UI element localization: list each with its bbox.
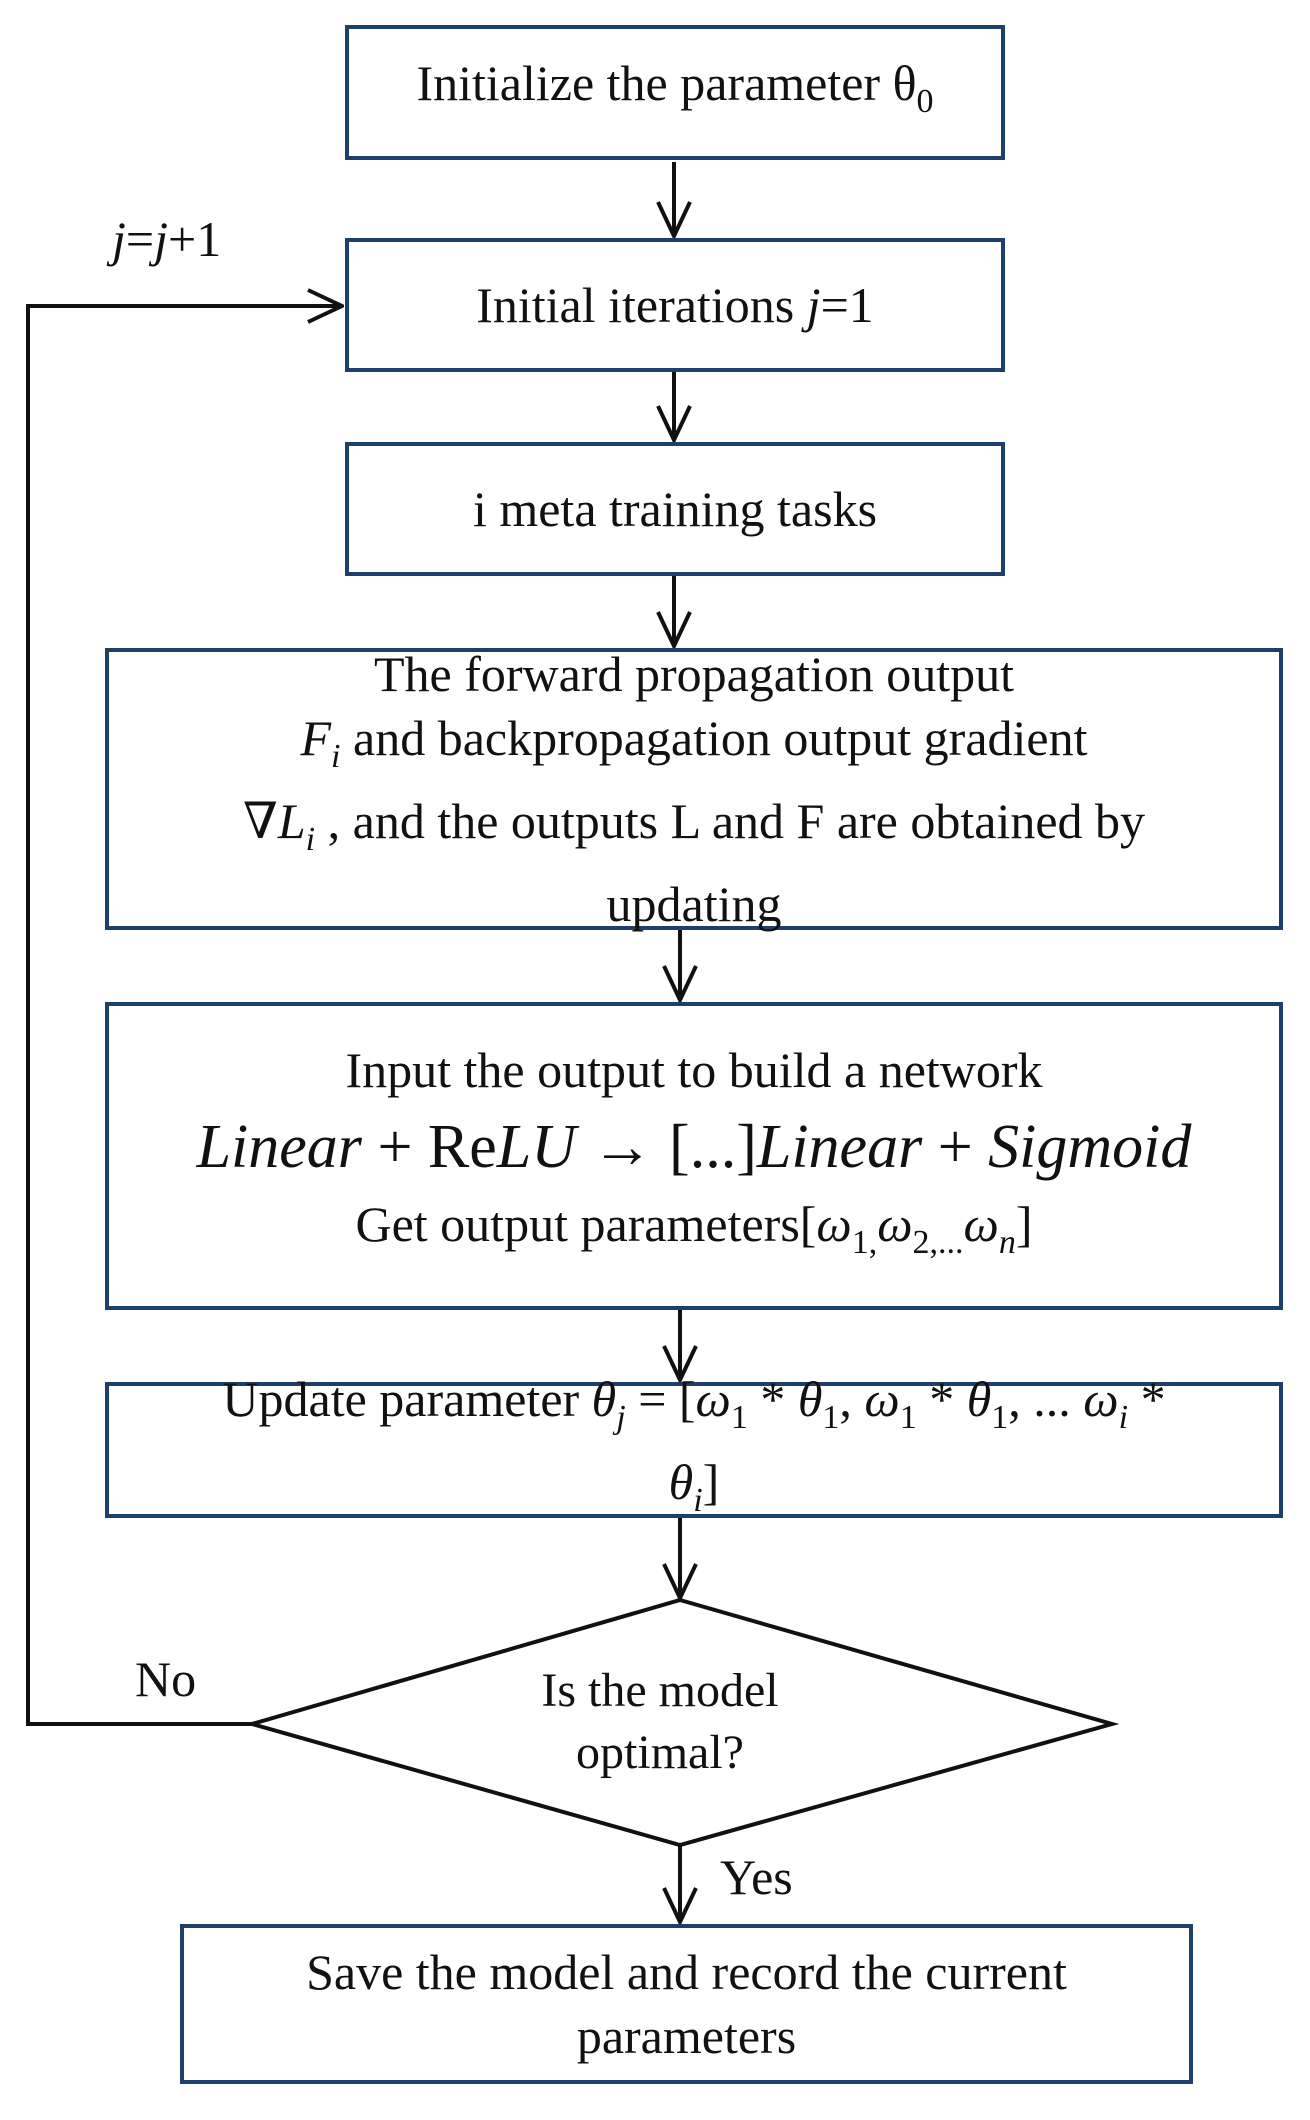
update-w1b: ω bbox=[864, 1371, 900, 1427]
node-initialize-parameter: Initialize the parameter θ0 bbox=[345, 25, 1005, 160]
update-theta-1a: θ bbox=[797, 1371, 823, 1427]
save-line-1: Save the model and record the current bbox=[306, 1944, 1067, 2000]
update-w1a: ω bbox=[695, 1371, 731, 1427]
omega-2: ω bbox=[877, 1195, 913, 1252]
network-line-1: Input the output to build a network bbox=[345, 1041, 1043, 1098]
omega-1-sub: 1, bbox=[851, 1223, 878, 1261]
node-save-model: Save the model and record the current pa… bbox=[180, 1924, 1193, 2084]
node-forward-propagation: The forward propagation output Fi and ba… bbox=[105, 646, 1283, 932]
update-comma: , bbox=[839, 1371, 865, 1427]
forward-gradient-subscript: i bbox=[305, 821, 316, 858]
formula-linear-2: Linear bbox=[756, 1112, 923, 1181]
init-param-subscript: 0 bbox=[916, 83, 934, 120]
omega-n: ω bbox=[963, 1195, 999, 1252]
init-param-label: Initialize the parameter θ bbox=[416, 55, 917, 111]
update-theta-i-sub: i bbox=[693, 1482, 703, 1519]
formula-sigmoid: Sigmoid bbox=[988, 1112, 1192, 1181]
update-eq: = [ bbox=[625, 1371, 696, 1427]
update-theta-1b: θ bbox=[966, 1371, 992, 1427]
omega-1: ω bbox=[816, 1195, 852, 1252]
formula-plus-2: + bbox=[922, 1112, 989, 1181]
save-line-2: parameters bbox=[576, 2008, 797, 2064]
loop-var-2: j bbox=[154, 211, 169, 267]
update-star-2: * bbox=[916, 1371, 967, 1427]
update-dots: , ... bbox=[1008, 1371, 1071, 1427]
formula-dots: [...] bbox=[669, 1112, 757, 1181]
update-close: ] bbox=[702, 1454, 720, 1510]
update-star-1: * bbox=[747, 1371, 798, 1427]
node-update-parameter: Update parameter θj = [ω1 * θ1, ω1 * θ1,… bbox=[105, 1371, 1283, 1519]
init-iter-rest: =1 bbox=[820, 277, 874, 333]
loop-label: j=j+1 bbox=[112, 210, 221, 268]
meta-tasks-label: i meta training tasks bbox=[472, 481, 878, 537]
update-wi-sub: i bbox=[1118, 1399, 1129, 1436]
forward-line-4: updating bbox=[606, 876, 782, 932]
network-formula: Linear + ReLU → [...]Linear + Sigmoid bbox=[197, 1102, 1192, 1192]
update-w1b-sub: 1 bbox=[899, 1399, 917, 1436]
update-theta-j-sub: j bbox=[616, 1399, 626, 1436]
node-initial-iterations: Initial iterations j=1 bbox=[345, 238, 1005, 372]
formula-lu: LU bbox=[496, 1112, 577, 1181]
forward-gradient-var: ∇L bbox=[242, 793, 306, 849]
arrow-loop-back bbox=[26, 306, 342, 1726]
update-wi: ω bbox=[1083, 1371, 1119, 1427]
yes-label: Yes bbox=[720, 1849, 793, 1905]
update-theta-1a-sub: 1 bbox=[822, 1399, 840, 1436]
update-theta-1b-sub: 1 bbox=[991, 1399, 1009, 1436]
formula-re: Re bbox=[427, 1112, 497, 1181]
update-theta-i: θ bbox=[668, 1454, 694, 1510]
init-iter-var: j bbox=[806, 277, 821, 333]
loop-var-1: j bbox=[112, 211, 126, 267]
forward-F-var: F bbox=[300, 710, 332, 766]
loop-eq: = bbox=[125, 211, 155, 267]
node-build-network: Input the output to build a network Line… bbox=[105, 1002, 1283, 1310]
decision-line-2: optimal? bbox=[576, 1726, 744, 1779]
init-iter-label: Initial iterations bbox=[476, 277, 807, 333]
forward-line-1: The forward propagation output bbox=[373, 646, 1015, 702]
update-pre: Update parameter bbox=[222, 1371, 592, 1427]
forward-F-subscript: i bbox=[331, 738, 341, 775]
forward-line-3-rest: , and the outputs L and F are obtained b… bbox=[315, 793, 1146, 849]
loop-rest: +1 bbox=[168, 211, 222, 267]
decision-diamond bbox=[244, 1597, 1120, 1848]
no-label: No bbox=[135, 1651, 197, 1707]
update-w1a-sub: 1 bbox=[730, 1399, 748, 1436]
decision-text: Is the model optimal? bbox=[250, 1660, 1070, 1784]
formula-linear-1: Linear bbox=[196, 1112, 362, 1181]
omega-n-sub: n bbox=[998, 1223, 1016, 1261]
formula-plus-1: + bbox=[361, 1112, 428, 1181]
node-meta-training-tasks: i meta training tasks bbox=[345, 442, 1005, 576]
update-theta-j: θ bbox=[591, 1371, 617, 1427]
forward-line-2-rest: and backpropagation output gradient bbox=[340, 710, 1088, 766]
network-line-3-pre: Get output parameters[ bbox=[355, 1195, 817, 1252]
update-star-3: * bbox=[1128, 1371, 1166, 1427]
formula-arrow: → bbox=[576, 1112, 670, 1181]
network-line-3-close: ] bbox=[1015, 1195, 1033, 1252]
decision-line-1: Is the model bbox=[541, 1664, 779, 1717]
omega-2-sub: 2,... bbox=[912, 1223, 964, 1261]
